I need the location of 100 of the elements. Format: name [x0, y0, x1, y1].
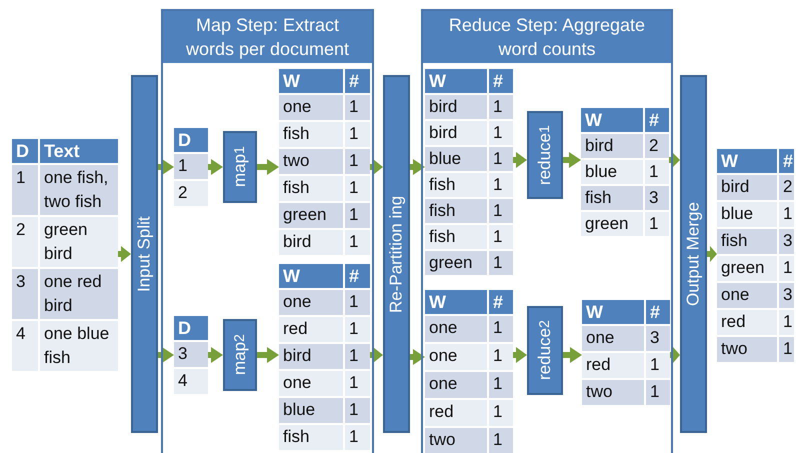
column-header: # [489, 290, 513, 314]
table-cell: green [581, 212, 643, 236]
table-cell: 1 [779, 310, 794, 335]
table-cell: one [425, 372, 487, 398]
table-cell: 1 [345, 95, 370, 120]
arrow [410, 159, 425, 175]
table-cell: 4 [12, 321, 38, 371]
table-cell: fish [425, 199, 487, 223]
table-cell: red [717, 310, 777, 335]
table-cell: 1 [345, 176, 370, 201]
table-cell: blue [717, 202, 777, 227]
table-cell: one [279, 371, 343, 396]
column-header: Text [40, 139, 118, 163]
table-cell: red [582, 353, 644, 378]
table-cell: 1 [645, 160, 669, 184]
table-cell: 1 [345, 203, 370, 228]
table-cell: 1 [489, 121, 513, 145]
table-cell: 2 [12, 217, 38, 267]
table-cell: 1 [345, 371, 370, 396]
arrow [563, 152, 581, 168]
table-cell: 1 [779, 337, 794, 362]
arrow [370, 347, 383, 363]
arrow [257, 347, 279, 363]
arrow [158, 347, 174, 363]
arrow [670, 347, 680, 363]
arrow [158, 159, 174, 175]
table-cell: 3 [174, 342, 208, 367]
column-header: # [646, 300, 670, 324]
table-cell: bird [717, 175, 777, 200]
table-cell: 1 [345, 149, 370, 174]
table-cell: 1 [345, 344, 370, 369]
table-cell: two [717, 337, 777, 362]
table-cell: 1 [345, 290, 370, 315]
table-cell: two [582, 380, 644, 405]
table-cell: blue [581, 160, 643, 184]
table-cell: 2 [779, 175, 794, 200]
arrow [513, 347, 527, 363]
table-cell: two [279, 149, 343, 174]
table-cell: 3 [645, 186, 669, 210]
table-cell: one [425, 344, 487, 370]
table-cell: two [425, 428, 487, 453]
column-header: W [279, 264, 343, 288]
table-cell: 1 [345, 230, 370, 255]
table-cell: 3 [779, 229, 794, 254]
table-cell: red [425, 400, 487, 426]
table-cell: one [425, 316, 487, 342]
table-cell: bird [581, 134, 643, 158]
arrow [513, 152, 527, 168]
table-cell: 1 [345, 425, 370, 450]
table-cell: bird [279, 344, 343, 369]
table-cell: 1 [489, 173, 513, 197]
arrow [208, 347, 223, 363]
table-cell: fish [425, 173, 487, 197]
table-cell: 1 [489, 147, 513, 171]
table-cell: fish [279, 122, 343, 147]
table-cell: bird [425, 95, 487, 119]
table-cell: one blue fish [40, 321, 118, 371]
table-cell: 1 [646, 353, 670, 378]
table-cell: 1 [779, 202, 794, 227]
step-panel [161, 9, 374, 453]
table-cell: 1 [645, 212, 669, 236]
table-cell: one [717, 283, 777, 308]
table-cell: 1 [489, 428, 513, 453]
arrow [370, 159, 383, 175]
column-header: W [717, 149, 777, 173]
column-header: W [425, 290, 487, 314]
column-header: W [581, 108, 643, 132]
arrow [208, 159, 223, 175]
column-header: D [174, 316, 208, 340]
table-cell: 1 [489, 344, 513, 370]
column-header: # [345, 69, 370, 93]
table-cell: 1 [345, 122, 370, 147]
table-cell: 1 [489, 95, 513, 119]
table-cell: red [279, 317, 343, 342]
column-header: W [279, 69, 343, 93]
table-cell: 1 [12, 165, 38, 215]
table-cell: 1 [489, 316, 513, 342]
table-cell: 1 [779, 256, 794, 281]
arrow [707, 246, 717, 262]
table-cell: 1 [489, 251, 513, 275]
arrow [257, 159, 279, 175]
table-cell: bird [425, 121, 487, 145]
table-cell: 1 [489, 400, 513, 426]
table-cell: one [279, 95, 343, 120]
table-cell: one [279, 290, 343, 315]
table-cell: 2 [174, 181, 208, 206]
column-header: W [582, 300, 644, 324]
step-panel [421, 9, 673, 453]
process-bar: Re-Partition ing [383, 75, 410, 433]
table-cell: 3 [646, 326, 670, 351]
table-cell: 3 [12, 269, 38, 319]
table-cell: 2 [645, 134, 669, 158]
column-header: D [12, 139, 38, 163]
table-cell: green [425, 251, 487, 275]
table-cell: fish [279, 176, 343, 201]
column-header: # [345, 264, 370, 288]
table-cell: 1 [489, 199, 513, 223]
arrow [410, 349, 425, 365]
step-header: Map Step: Extract words per document [163, 11, 372, 63]
table-cell: fish [717, 229, 777, 254]
